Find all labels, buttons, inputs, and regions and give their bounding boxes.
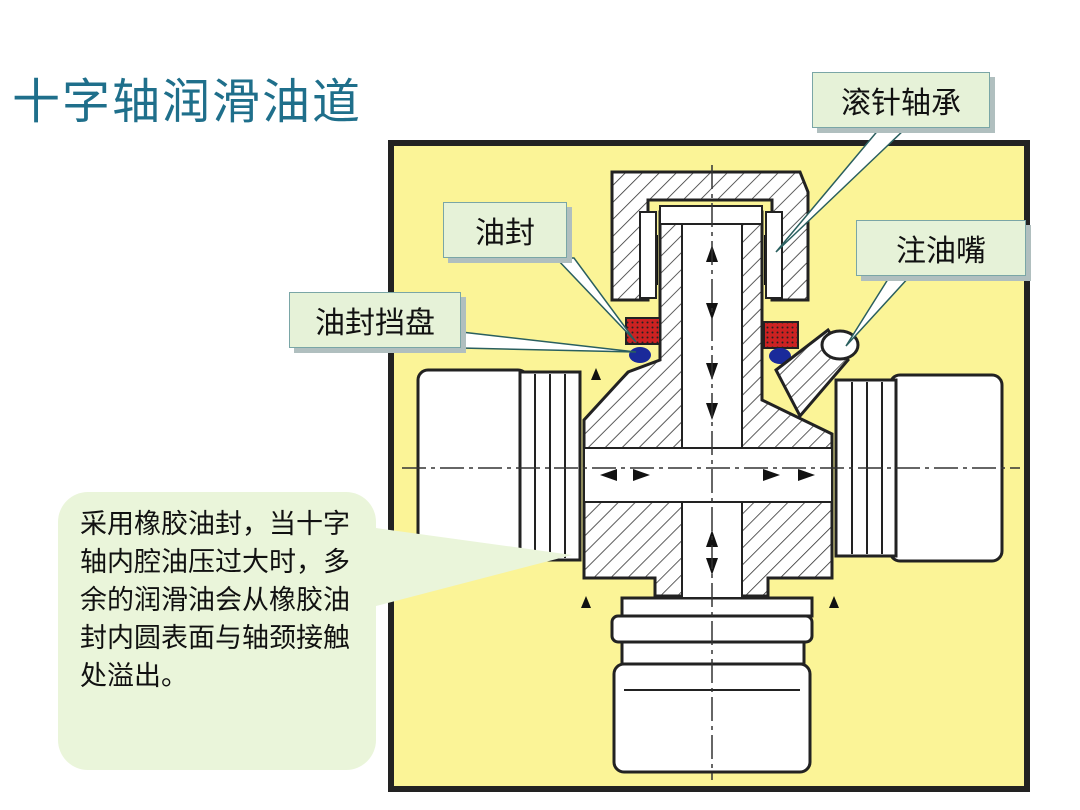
grease-nipple-callout: 注油嘴 bbox=[856, 220, 1026, 276]
grease-nipple bbox=[774, 327, 860, 419]
slide-title: 十字轴润滑油道 bbox=[12, 74, 363, 130]
overflow-drips bbox=[581, 368, 839, 608]
oil-seals bbox=[625, 317, 799, 349]
needle-bearing-callout: 滚针轴承 bbox=[812, 72, 990, 128]
explanation-bubble: 采用橡胶油封，当十字轴内腔油压过大时，多余的润滑油会从橡胶油封内圆表面与轴颈接触… bbox=[58, 492, 376, 770]
left-bearing-cup bbox=[416, 368, 582, 564]
oil-seal-callout: 油封 bbox=[443, 202, 567, 258]
bubble-leader bbox=[376, 528, 572, 606]
callout-leaders bbox=[460, 127, 912, 353]
oil-seal-retainer-callout: 油封挡盘 bbox=[289, 292, 461, 348]
oil-seal-retainers bbox=[629, 347, 791, 364]
needle-rollers bbox=[639, 211, 783, 299]
center-lines bbox=[402, 165, 1020, 780]
